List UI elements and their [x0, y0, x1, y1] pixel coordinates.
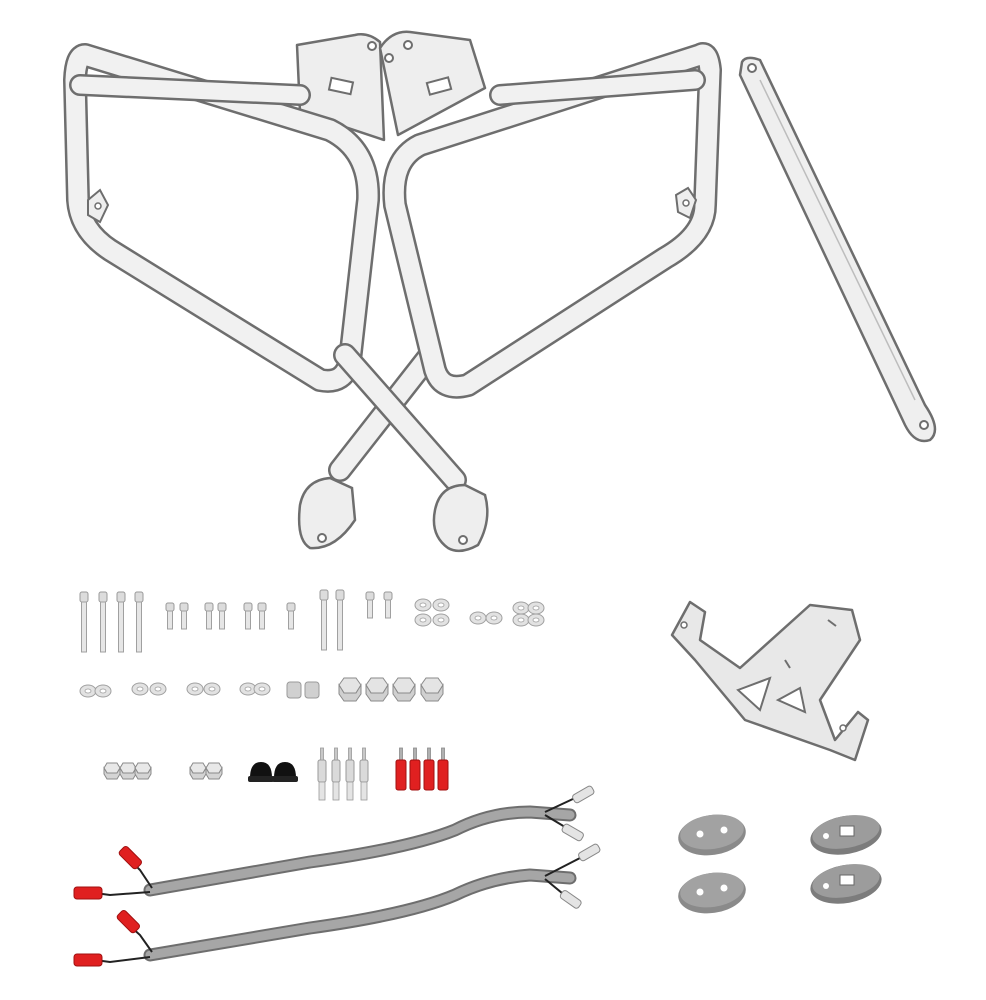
right-side-frame — [333, 42, 722, 553]
license-plate-bracket — [670, 600, 870, 762]
center-mounting-plates — [295, 30, 487, 142]
black-caps — [248, 762, 298, 782]
bolt-set — [79, 589, 393, 653]
washer-set — [79, 598, 545, 699]
connector-terminals — [317, 747, 369, 801]
diagonal-brace-bar — [738, 56, 937, 443]
rubber-spacer-pads — [678, 814, 882, 914]
red-terminals — [395, 747, 449, 791]
wiring-harness — [73, 785, 601, 967]
